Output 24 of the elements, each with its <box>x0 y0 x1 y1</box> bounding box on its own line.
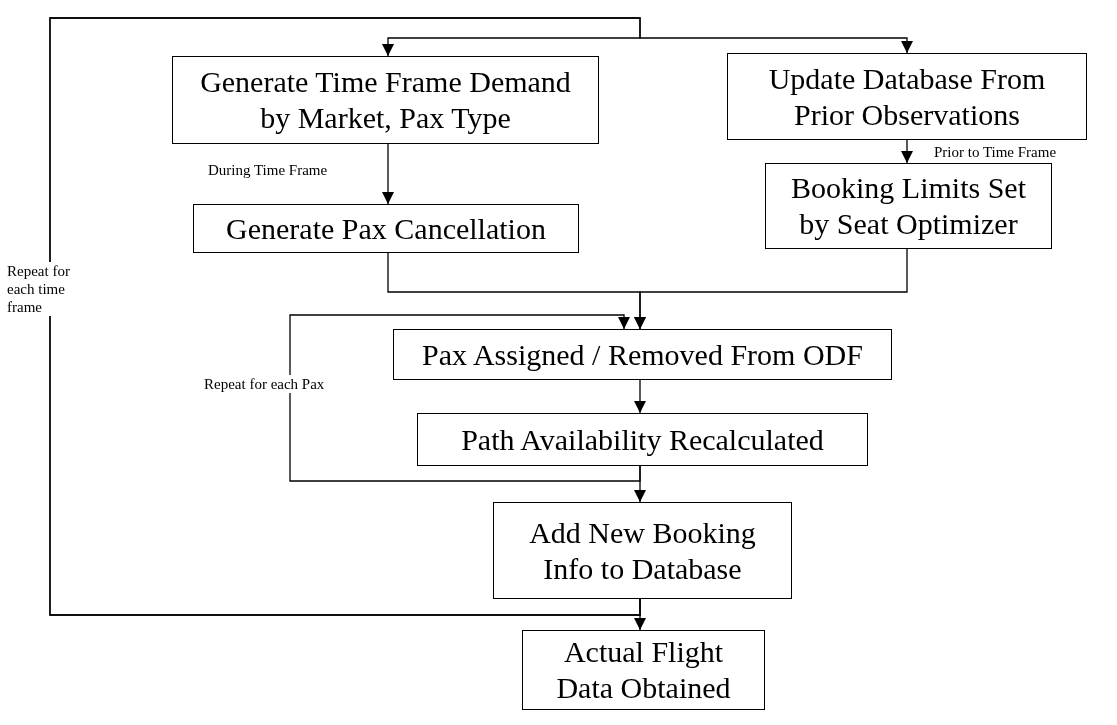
box-label: Generate Time Frame Demand by Market, Pax Type <box>199 64 572 136</box>
box-label: Add New Booking Info to Database <box>528 514 757 587</box>
box-label: Booking Limits Set by Seat Optimizer <box>790 170 1027 242</box>
arrow <box>382 143 394 205</box>
box-label: Generate Pax Cancellation <box>226 210 546 247</box>
process-box <box>727 53 1087 140</box>
process-box <box>522 630 765 710</box>
arrow <box>634 248 908 330</box>
process-box <box>393 329 892 380</box>
arrow <box>49 17 913 616</box>
process-box <box>172 56 599 144</box>
box-label: Update Database From Prior Observations <box>767 60 1047 133</box>
box-label: Actual Flight Data Obtained <box>555 634 732 706</box>
process-box <box>193 204 579 253</box>
box-label: Pax Assigned / Removed From ODF <box>422 336 863 373</box>
arrow <box>901 139 913 164</box>
arrow <box>289 314 641 482</box>
edge-label: Repeat for each Pax <box>203 375 326 393</box>
process-box <box>417 413 868 466</box>
arrow <box>634 379 646 414</box>
box-label: Path Availability Recalculated <box>461 421 824 458</box>
arrow <box>634 465 646 503</box>
process-box <box>493 502 792 599</box>
process-box <box>765 163 1052 249</box>
